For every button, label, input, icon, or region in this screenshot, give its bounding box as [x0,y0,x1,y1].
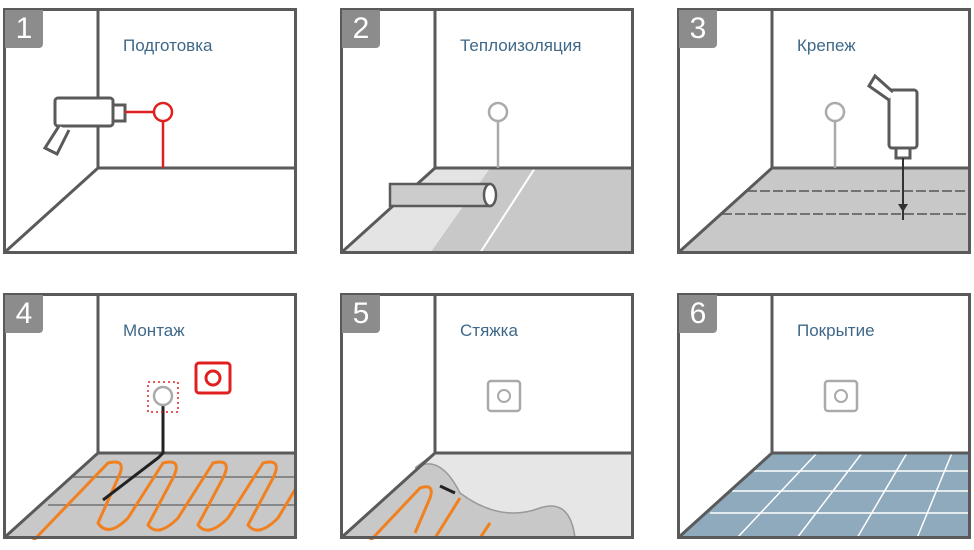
step-2-illustration [340,8,634,254]
thermostat-icon [823,379,859,413]
step-label: Подготовка [123,36,213,55]
step-6-panel: 6 Покрытие [677,293,971,540]
step-4-panel: 4 Монтаж [3,293,297,540]
step-5-panel: 5 Стяжка [340,293,634,540]
step-label: Крепеж [797,36,856,55]
step-label: Стяжка [460,321,518,340]
socket-icon [824,101,846,168]
step-number: 1 [5,10,43,48]
socket-icon [152,385,174,407]
drill-icon [42,96,127,157]
step-3-illustration [677,8,971,254]
step-label: Покрытие [797,321,875,340]
step-number: 4 [5,295,43,333]
drill-icon [866,73,919,160]
step-4-illustration [3,293,297,540]
insulation-roll-icon [388,182,498,208]
step-6-illustration [677,293,971,539]
step-number: 3 [679,10,717,48]
step-number: 6 [679,295,717,333]
step-1-illustration [3,8,297,254]
step-label: Монтаж [123,321,185,340]
socket-icon [487,101,509,168]
heating-cable [31,460,297,540]
step-2-panel: 2 Теплоизоляция [340,8,634,255]
step-3-panel: 3 Крепеж [677,8,971,255]
thermostat-icon [486,379,522,413]
thermostat-icon [194,361,232,395]
step-5-illustration [340,293,634,540]
socket-highlight [147,381,179,413]
step-1-panel: 1 Подготовка [3,8,297,255]
socket-mark-icon [125,101,174,168]
step-number: 5 [342,295,380,333]
step-label: Теплоизоляция [460,36,582,55]
step-number: 2 [342,10,380,48]
